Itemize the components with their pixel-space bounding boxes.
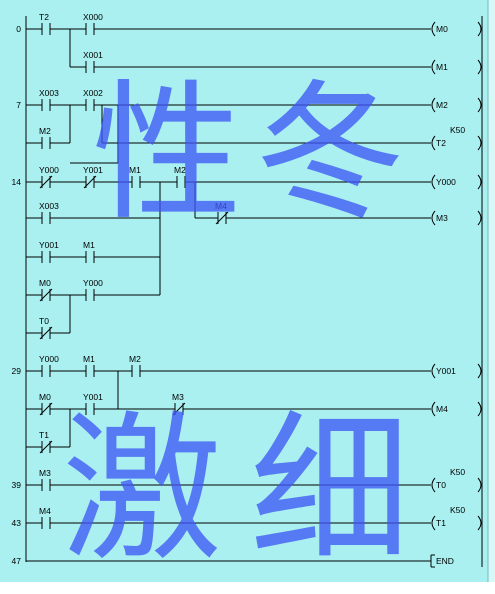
- step-number: 29: [12, 366, 22, 376]
- contact-label: Y001: [83, 165, 103, 175]
- step-number: 7: [16, 100, 21, 110]
- contact-nc-slash: [83, 175, 97, 189]
- output-coil-label: T1: [436, 518, 446, 528]
- contact-label: X000: [83, 12, 103, 22]
- output-coil-label: T0: [436, 480, 446, 490]
- step-number: 43: [12, 518, 22, 528]
- coil-arc-right: [477, 135, 482, 151]
- coil-arc-left: [431, 97, 436, 113]
- contact-nc-slash: [215, 211, 229, 225]
- coil-arc-right: [477, 174, 482, 190]
- coil-arc-right: [477, 59, 482, 75]
- step-number: 39: [12, 480, 22, 490]
- contact-nc-slash: [39, 175, 53, 189]
- contact-label: X003: [39, 201, 59, 211]
- watermark-character: 冬: [255, 69, 405, 237]
- contact-label: T1: [39, 430, 49, 440]
- coil-arc-left: [431, 135, 436, 151]
- contact-nc-slash: [172, 402, 186, 416]
- contact-label: X002: [83, 88, 103, 98]
- contact-label: X001: [83, 50, 103, 60]
- right-scroll-strip[interactable]: [488, 0, 495, 582]
- output-coil-label: Y001: [436, 366, 456, 376]
- coil-arc-left: [431, 477, 436, 493]
- coil-arc-left: [431, 363, 436, 379]
- coil-arc-left: [431, 21, 436, 37]
- contact-label: Y001: [83, 392, 103, 402]
- coil-arc-left: [431, 59, 436, 75]
- contact-label: Y000: [39, 165, 59, 175]
- coil-arc-right: [477, 210, 482, 226]
- coil-arc-right: [477, 477, 482, 493]
- contact-label: M4: [39, 506, 51, 516]
- contact-label: T2: [39, 12, 49, 22]
- output-coil-label: M2: [436, 100, 448, 110]
- contact-label: M1: [83, 240, 95, 250]
- contact-label: X003: [39, 88, 59, 98]
- output-coil-label: M1: [436, 62, 448, 72]
- contact-label: M4: [215, 201, 227, 211]
- coil-arc-left: [431, 515, 436, 531]
- coil-arc-left: [431, 210, 436, 226]
- contact-label: M3: [39, 468, 51, 478]
- contact-label: Y001: [39, 240, 59, 250]
- contact-label: M0: [39, 278, 51, 288]
- contact-label: M2: [129, 354, 141, 364]
- contact-nc-slash: [39, 326, 53, 340]
- output-coil-label: M3: [436, 213, 448, 223]
- contact-label: M2: [39, 126, 51, 136]
- coil-arc-right: [477, 401, 482, 417]
- coil-arc-right: [477, 97, 482, 113]
- watermark-layer: 性冬激细: [62, 69, 410, 579]
- contact-label: M3: [172, 392, 184, 402]
- contact-label: M1: [83, 354, 95, 364]
- contact-label: M0: [39, 392, 51, 402]
- output-coil-label: M0: [436, 24, 448, 34]
- contact-nc-slash: [39, 288, 53, 302]
- timer-constant: K50: [450, 505, 465, 515]
- timer-constant: K50: [450, 125, 465, 135]
- contact-label: Y000: [83, 278, 103, 288]
- contact-label: T0: [39, 316, 49, 326]
- timer-constant: K50: [450, 467, 465, 477]
- coil-arc-left: [431, 174, 436, 190]
- end-instruction: END: [436, 556, 454, 566]
- contact-label: M2: [174, 165, 186, 175]
- watermark-character: 激: [62, 400, 222, 579]
- contact-label: M1: [129, 165, 141, 175]
- contact-nc-slash: [39, 402, 53, 416]
- contact-label: Y000: [39, 354, 59, 364]
- output-coil-label: T2: [436, 138, 446, 148]
- output-coil-label: M4: [436, 404, 448, 414]
- watermark-character: 性: [92, 69, 242, 237]
- coil-arc-left: [431, 401, 436, 417]
- output-coil-label: Y000: [436, 177, 456, 187]
- coil-arc-right: [477, 515, 482, 531]
- watermark-character: 细: [250, 400, 410, 579]
- step-number: 47: [12, 556, 22, 566]
- step-number: 14: [12, 177, 22, 187]
- step-number: 0: [16, 24, 21, 34]
- coil-arc-right: [477, 21, 482, 37]
- coil-arc-right: [477, 363, 482, 379]
- contact-nc-slash: [39, 440, 53, 454]
